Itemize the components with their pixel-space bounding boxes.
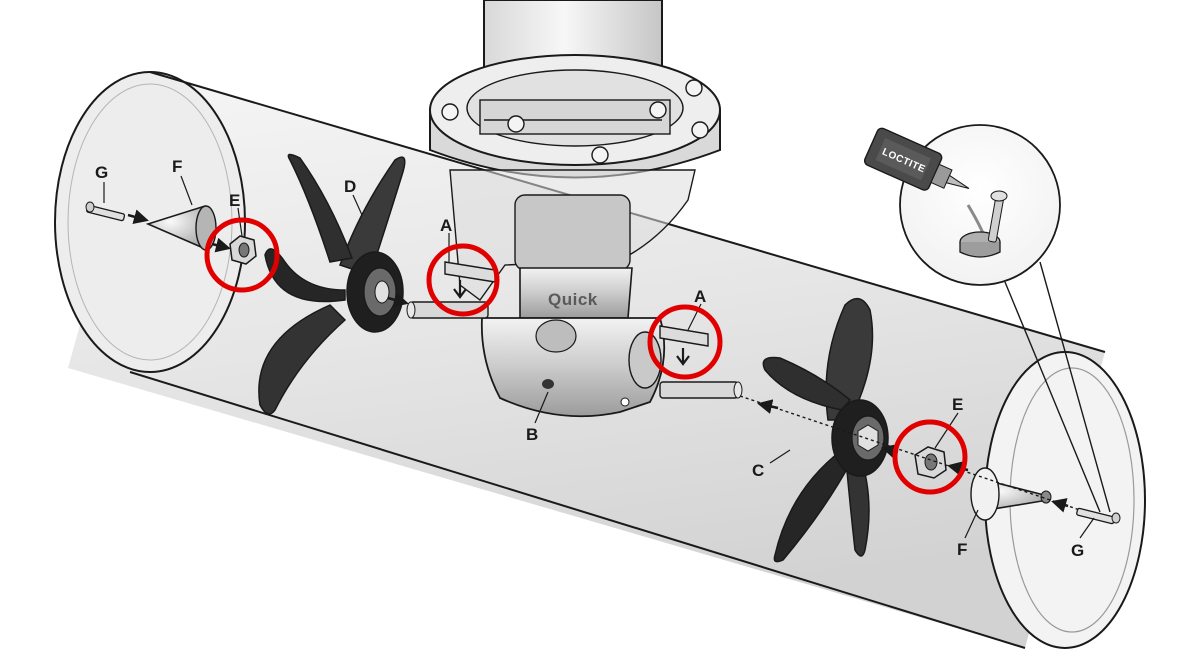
arrow-screw-to-cone bbox=[127, 209, 149, 225]
loctite-callout: LOCTITE bbox=[863, 124, 1111, 513]
left-screw-G bbox=[85, 201, 126, 222]
label-F-right: F bbox=[957, 540, 967, 559]
label-B: B bbox=[526, 425, 538, 444]
propeller-D bbox=[258, 153, 406, 415]
label-G-right: G bbox=[1071, 541, 1084, 560]
label-A-left: A bbox=[440, 216, 452, 235]
propeller-C bbox=[762, 297, 889, 563]
tube-left-opening bbox=[54, 71, 246, 373]
label-D: D bbox=[344, 177, 356, 196]
left-nut-E bbox=[229, 235, 257, 265]
arrow-prop-to-shaft-right bbox=[757, 399, 779, 414]
right-nut-E bbox=[914, 446, 947, 479]
highlight-ring-right-nut bbox=[892, 419, 968, 495]
arrow-cone-to-nut bbox=[211, 237, 231, 253]
highlight-rings bbox=[204, 217, 968, 495]
drive-key-right bbox=[659, 325, 709, 366]
highlight-ring-right-key bbox=[647, 304, 723, 380]
label-E-left: E bbox=[229, 191, 240, 210]
right-prop-shaft bbox=[659, 381, 739, 399]
part-labels: G F E D A A B C E F G bbox=[95, 157, 1084, 560]
highlight-ring-left-key bbox=[426, 243, 500, 317]
label-F-left: F bbox=[172, 157, 182, 176]
motor-flange-assembly bbox=[429, 0, 721, 301]
arrow-prop-to-shaft bbox=[387, 292, 409, 308]
flange-bolts bbox=[441, 79, 709, 164]
arrow-screw-to-cone-right bbox=[1051, 498, 1069, 513]
highlight-ring-left-nut bbox=[204, 217, 280, 293]
loctite-bottle-icon: LOCTITE bbox=[863, 127, 970, 191]
right-screw-G bbox=[1076, 507, 1121, 525]
label-G-left: G bbox=[95, 163, 108, 182]
label-C: C bbox=[752, 461, 764, 480]
label-A-right: A bbox=[694, 287, 706, 306]
brand-logo: Quick bbox=[548, 290, 598, 309]
gear-leg-B: Quick bbox=[406, 267, 743, 418]
label-E-right: E bbox=[952, 395, 963, 414]
